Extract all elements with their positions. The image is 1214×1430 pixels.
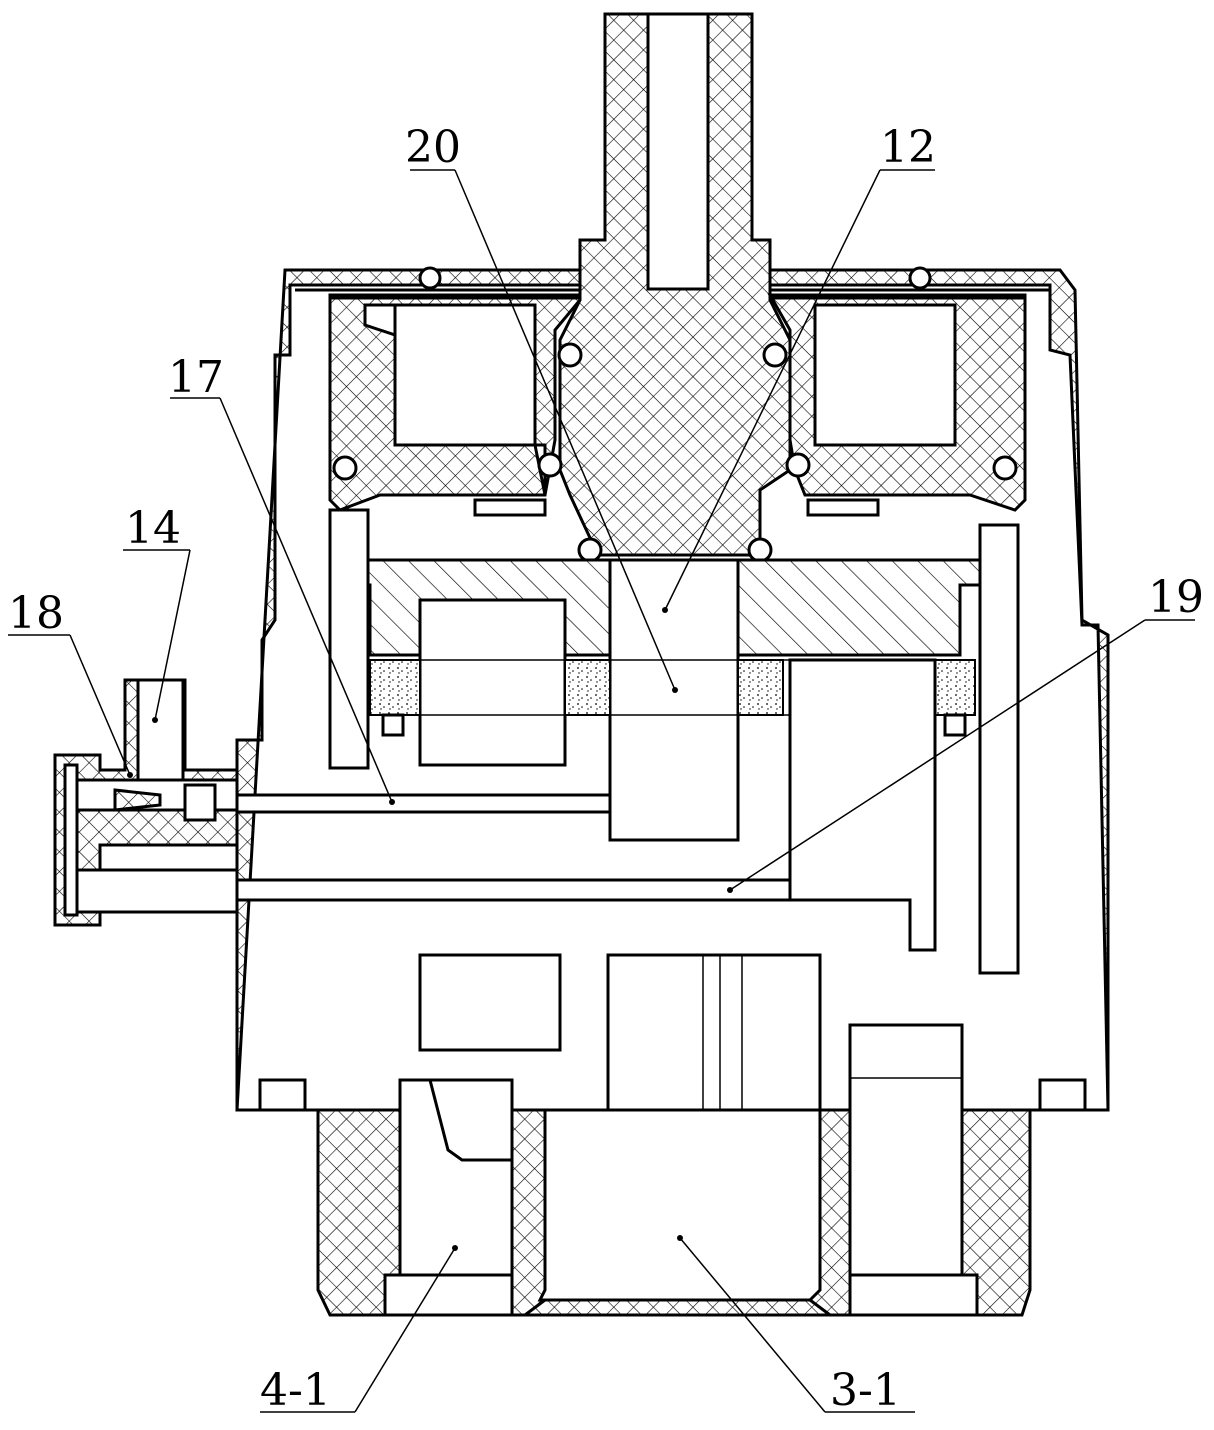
outlet-3-1 [524, 1108, 831, 1317]
label-17: 17 [168, 352, 224, 403]
label-19: 19 [1148, 572, 1204, 623]
label-12: 12 [880, 122, 936, 173]
left-chamber [328, 293, 582, 512]
label-14: 14 [125, 503, 181, 554]
slot-right [806, 498, 880, 517]
lower-cavity-left [418, 953, 562, 1052]
o-rings [332, 266, 1018, 563]
ceramic-layer [369, 659, 976, 716]
label-20: 20 [405, 122, 461, 173]
right-channel [978, 523, 1020, 975]
side-inlet [53, 678, 239, 927]
valve-disk [366, 558, 982, 842]
slot-left [473, 498, 547, 517]
leader-lines [8, 169, 1195, 1413]
bore-19 [235, 878, 794, 902]
label-18: 18 [8, 588, 64, 639]
housing-body [235, 268, 1110, 1317]
outlet-4-1 [383, 1078, 514, 1317]
central-spindle [558, 12, 792, 557]
right-chamber [767, 293, 1027, 512]
bore-17 [235, 793, 612, 814]
label-3-1: 3-1 [830, 1365, 901, 1416]
label-4-1: 4-1 [260, 1365, 331, 1416]
left-channel [328, 508, 370, 770]
